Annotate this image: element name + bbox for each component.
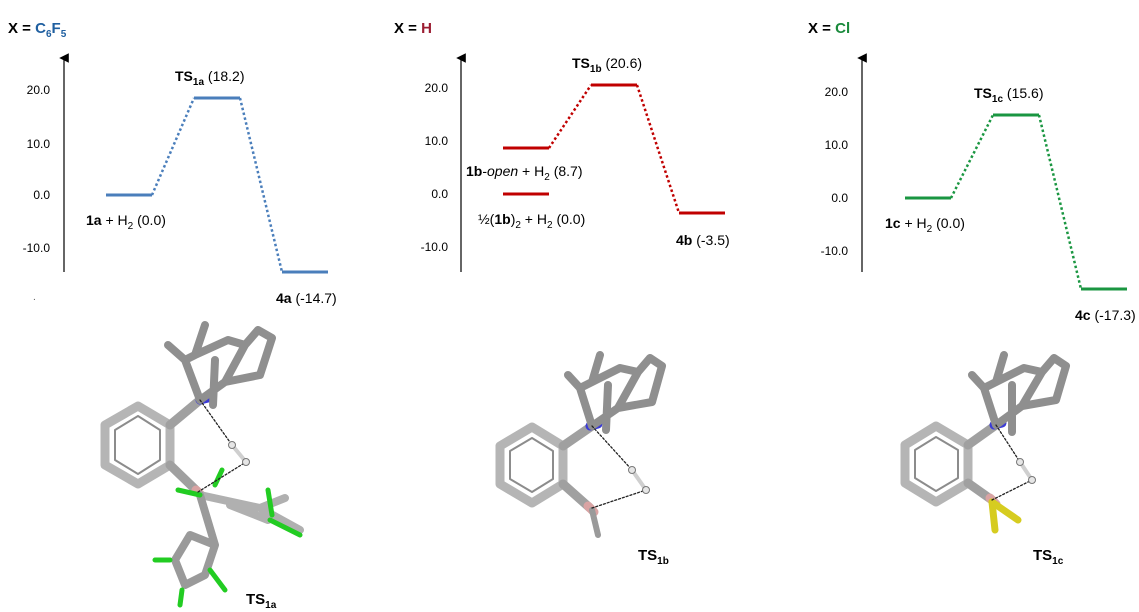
panel-b-connector-2: [635, 84, 681, 214]
fluorine-atoms: [152, 467, 303, 608]
structure-ts-1c: [900, 351, 1070, 534]
panel-a-tick-0: 0.0: [33, 188, 50, 202]
panel-a-tick-10: 10.0: [27, 137, 51, 151]
panel-a-connector-1: [150, 97, 196, 196]
panel-b-dimer-label: ½(1b)2 + H2 (0.0): [478, 211, 585, 231]
panel-b-tick-20: 20.0: [425, 81, 449, 95]
panel-a-tick-minus10: -10.0: [23, 241, 51, 255]
panel-a-reactant-label: 1a + H2 (0.0): [86, 212, 166, 232]
benzene-inner-ring: [914, 436, 959, 492]
c-n-bond: [165, 395, 205, 430]
b-h-contact: [591, 489, 647, 509]
n-h-contact: [591, 425, 633, 471]
panel-c-header: X = Cl: [808, 20, 850, 37]
panel-c-product-label: 4c (-17.3): [1075, 307, 1136, 323]
panel-c: X = Cl 20.0 10.0 0.0 -10.0 TS1c (15.6) 1…: [808, 20, 1136, 323]
n-h-contact: [995, 424, 1021, 463]
panel-a-connector-2: [238, 97, 284, 273]
panel-c-tick-20: 20.0: [825, 85, 849, 99]
panel-a: X = C6F5 20.0 10.0 0.0 -10.0 TS1a (18.2)…: [8, 20, 337, 306]
b-h-contact: [197, 461, 247, 493]
structure-ts-1b: [495, 351, 666, 538]
panel-c-tick-0: 0.0: [831, 191, 848, 205]
structure-ts-1a-label: TS1a: [246, 591, 277, 611]
amine-alkyl-frame: [564, 351, 666, 434]
b-h-terminal: [589, 507, 601, 538]
panel-b: X = H 20.0 10.0 0.0 -10.0 TS1b (20.6) 1b…: [394, 20, 730, 272]
panel-c-reactant-label: 1c + H2 (0.0): [885, 215, 965, 235]
panel-a-tick-20: 20.0: [27, 83, 51, 97]
structure-ts-1a: [100, 321, 304, 608]
benzene-inner-ring: [114, 415, 161, 475]
panel-b-tick-0: 0.0: [431, 187, 448, 201]
structure-ts-1b-label: TS1b: [638, 547, 669, 567]
panel-c-tick-minus10: -10.0: [821, 244, 849, 258]
panel-c-tick-10: 10.0: [825, 138, 849, 152]
structure-ts-1c-label: TS1c: [1033, 547, 1064, 567]
aryl-ring-2: [171, 491, 219, 589]
hydrogen-atom: [242, 458, 250, 466]
panel-c-connector-1: [949, 114, 995, 199]
stray-dot: .: [33, 292, 36, 303]
benzene-inner-ring: [509, 437, 554, 493]
b-h-contact: [991, 479, 1033, 501]
panel-a-ts-label: TS1a (18.2): [175, 68, 244, 88]
n-h-contact: [199, 399, 233, 446]
h-h-bond: [630, 468, 648, 492]
hydrogen-atom: [1028, 476, 1036, 484]
panel-b-header: X = H: [394, 20, 432, 37]
panel-b-tick-10: 10.0: [425, 134, 449, 148]
amine-alkyl-frame: [968, 351, 1070, 436]
panel-b-ts-label: TS1b (20.6): [572, 55, 642, 75]
panel-a-product-label: 4a (-14.7): [276, 290, 337, 306]
panel-c-ts-label: TS1c (15.6): [974, 85, 1043, 105]
hydrogen-atom: [642, 486, 650, 494]
panel-b-open-label: 1b-open + H2 (8.7): [466, 163, 583, 183]
chlorine-atom: [988, 498, 1022, 524]
panel-c-connector-2: [1037, 114, 1083, 290]
hydrogen-atom: [228, 441, 236, 449]
panel-a-header: X = C6F5: [8, 20, 67, 40]
hydrogen-atom: [628, 466, 636, 474]
chlorine-atom: [988, 498, 999, 534]
amine-alkyl-frame: [164, 321, 276, 409]
panel-b-connector-1: [547, 84, 593, 149]
hydrogen-atom: [1016, 458, 1024, 466]
panel-b-product-label: 4b (-3.5): [676, 232, 730, 248]
panel-b-tick-minus10: -10.0: [421, 240, 449, 254]
